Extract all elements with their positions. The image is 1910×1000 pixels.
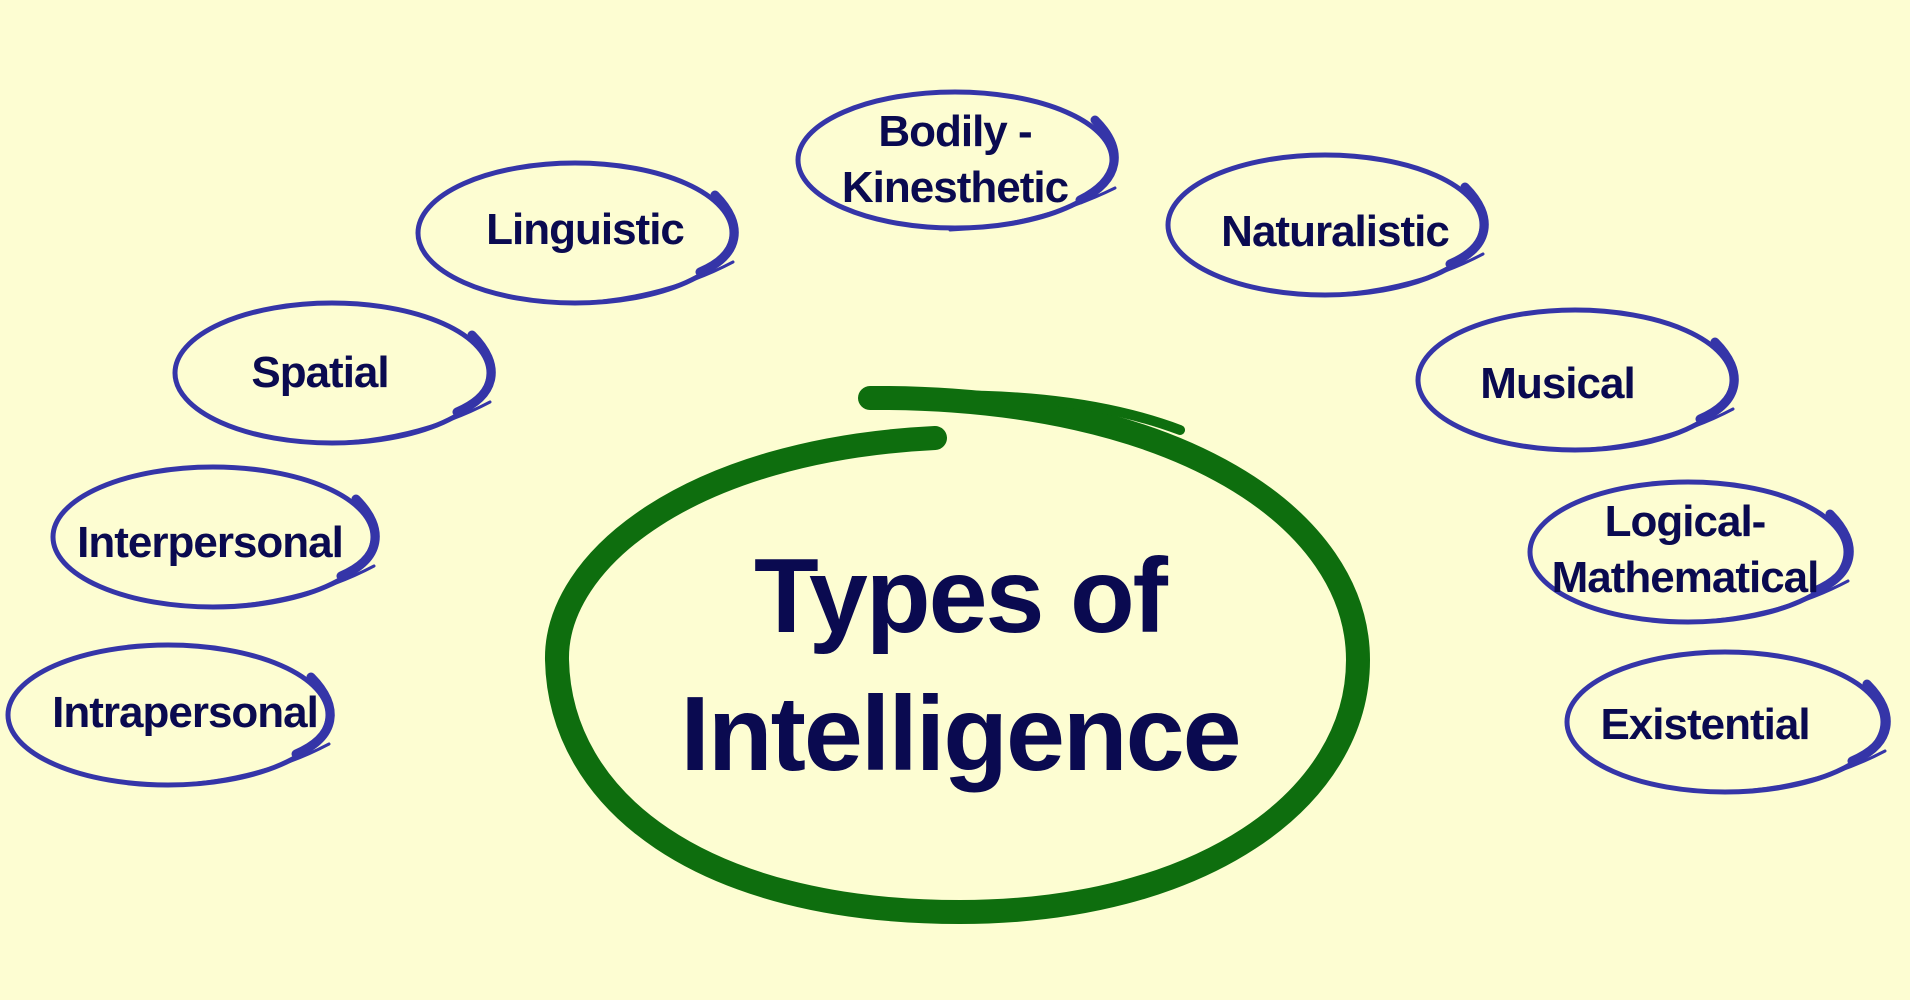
node-label: Linguistic — [486, 205, 685, 254]
node-interpersonal: Interpersonal — [60, 508, 360, 578]
node-label: Intrapersonal — [52, 688, 319, 737]
node-logical-mathematical: Logical- Mathematical — [1535, 490, 1835, 610]
node-ring-naturalistic — [1165, 152, 1489, 298]
node-label-line2: Mathematical — [1551, 553, 1820, 602]
node-naturalistic: Naturalistic — [1185, 197, 1485, 267]
node-label-line1: Logical- — [1604, 497, 1767, 546]
center-title: Types of Intelligence — [620, 520, 1300, 810]
node-label-line2: Kinesthetic — [841, 163, 1069, 212]
center-ring — [544, 385, 1371, 925]
node-musical: Musical — [1420, 349, 1695, 419]
node-ring-logical-mathematical — [1527, 479, 1854, 625]
node-label: Musical — [1480, 359, 1635, 408]
node-existential: Existential — [1560, 690, 1850, 760]
node-ring-interpersonal — [50, 464, 380, 610]
node-ring-bodily-kinesthetic — [795, 89, 1119, 232]
node-ring-musical — [1415, 307, 1739, 453]
node-bodily-kinesthetic: Bodily - Kinesthetic — [820, 95, 1090, 225]
center-title-line2: Intelligence — [680, 675, 1241, 793]
node-ring-intrapersonal — [5, 642, 335, 788]
node-ring-spatial — [172, 300, 496, 446]
node-intrapersonal: Intrapersonal — [30, 678, 340, 748]
node-linguistic: Linguistic — [440, 195, 730, 265]
node-ring-existential — [1564, 649, 1891, 795]
node-label: Existential — [1600, 700, 1810, 749]
node-spatial: Spatial — [180, 338, 460, 408]
center-title-line1: Types of — [754, 537, 1168, 655]
node-label-line1: Bodily - — [878, 107, 1032, 156]
node-label: Naturalistic — [1221, 207, 1450, 256]
node-label: Interpersonal — [77, 518, 344, 567]
node-label: Spatial — [251, 348, 389, 397]
node-ring-linguistic — [415, 160, 739, 306]
